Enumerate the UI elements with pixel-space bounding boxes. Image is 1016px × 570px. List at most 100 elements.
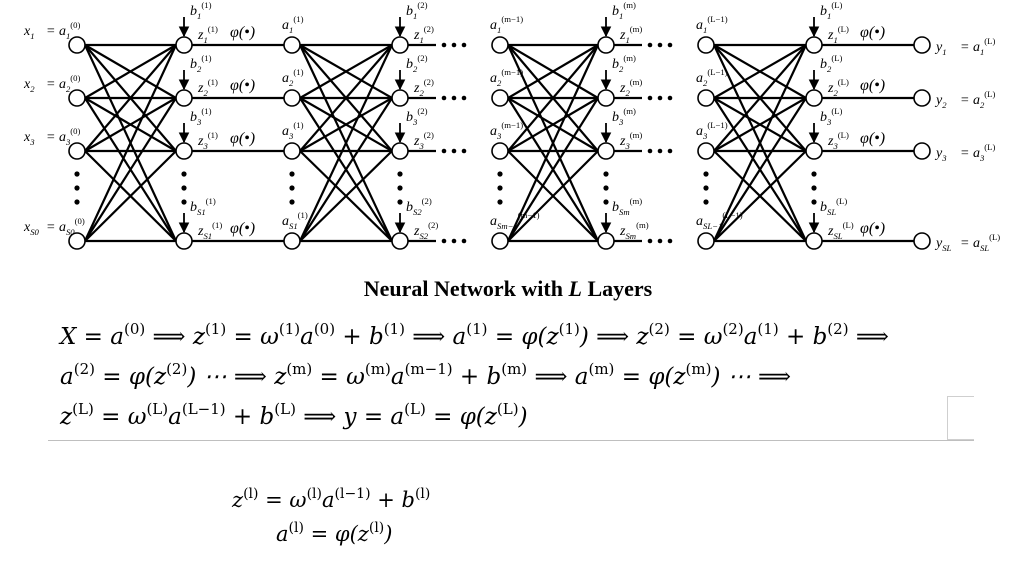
input-activation-label: = a3(0)	[46, 126, 81, 147]
bias-label: bSm(m)	[612, 196, 642, 217]
network-graph: x1 = a1(0)x2 = a2(0)x3 = a3(0)xS0 = aS0(…	[23, 0, 1000, 253]
continuation-dot	[461, 148, 467, 154]
input-label: xS0	[23, 220, 40, 237]
activation-label: a1(1)	[282, 14, 304, 35]
neuron-node	[805, 36, 823, 54]
continuation-dot	[441, 238, 447, 244]
input-activation-label: = a2(0)	[46, 73, 81, 94]
connection-line	[84, 44, 177, 242]
bias-label: b3(2)	[406, 106, 428, 127]
connection-line	[84, 44, 177, 99]
continuation-dot	[451, 238, 457, 244]
activation-label: a3(1)	[282, 120, 304, 141]
preactivation-label: z1(1)	[197, 24, 218, 45]
continuation-dot	[647, 148, 653, 154]
activation-function-label: φ(•)	[230, 77, 255, 94]
continuation-dot	[461, 95, 467, 101]
vertical-ellipsis-dot	[497, 199, 503, 205]
preactivation-label: z3(L)	[827, 130, 849, 151]
vertical-ellipsis-dot	[397, 171, 403, 177]
neuron-node	[491, 36, 509, 54]
vertical-ellipsis-dot	[703, 171, 709, 177]
continuation-dot	[667, 238, 673, 244]
neuron-node	[391, 142, 409, 160]
neuron-node	[68, 232, 86, 250]
vertical-ellipsis-dot	[181, 185, 187, 191]
neuron-node	[913, 232, 931, 250]
activation-function-label: φ(•)	[860, 130, 885, 147]
preactivation-label: z2(2)	[413, 77, 434, 98]
output-activation-label: = aSL(L)	[960, 232, 1000, 253]
preactivation-label: zSm(m)	[619, 220, 649, 241]
activation-function-label: φ(•)	[230, 24, 255, 41]
preactivation-label: z1(m)	[619, 24, 642, 45]
neuron-node	[597, 142, 615, 160]
neuron-node	[175, 232, 193, 250]
continuation-dot	[647, 42, 653, 48]
equation-line-3: z(L) = ω(L)a(L−1) + b(L) ⟹ y = a(L) = φ(…	[60, 400, 528, 431]
vertical-ellipsis-dot	[289, 185, 295, 191]
preactivation-label: z3(2)	[413, 130, 434, 151]
connection-line	[507, 97, 599, 242]
vertical-ellipsis-dot	[397, 199, 403, 205]
preactivation-label: z2(m)	[619, 77, 642, 98]
continuation-dot	[667, 148, 673, 154]
activation-label: a2(m−1)	[490, 67, 523, 88]
connection-line	[713, 97, 807, 152]
neuron-node	[391, 89, 409, 107]
continuation-dot	[451, 95, 457, 101]
connection-line	[299, 97, 393, 152]
neuron-node	[68, 89, 86, 107]
output-label: y2	[934, 93, 947, 110]
vertical-ellipsis-dot	[74, 171, 80, 177]
vertical-ellipsis-dot	[289, 171, 295, 177]
input-label: x3	[23, 130, 35, 147]
neuron-node	[283, 89, 301, 107]
activation-label: aSL−1(L−1)	[696, 210, 743, 231]
bias-label: b1(L)	[820, 0, 843, 21]
preactivation-label: zSL(L)	[827, 220, 854, 241]
vertical-ellipsis-dot	[603, 171, 609, 177]
bias-label: b1(2)	[406, 0, 428, 21]
preactivation-label: z2(L)	[827, 77, 849, 98]
output-activation-label: = a2(L)	[960, 89, 995, 110]
neuron-node	[283, 36, 301, 54]
neuron-node	[597, 36, 615, 54]
vertical-ellipsis-dot	[811, 199, 817, 205]
connection-line	[713, 44, 807, 242]
vertical-ellipsis-dot	[497, 171, 503, 177]
general-formula-a: a(l) = φ(z(l))	[276, 520, 393, 546]
neuron-node	[805, 89, 823, 107]
bias-label: b2(m)	[612, 53, 636, 74]
connection-line	[299, 44, 393, 99]
neuron-node	[697, 89, 715, 107]
continuation-dot	[461, 42, 467, 48]
preactivation-label: z1(2)	[413, 24, 434, 45]
neuron-node	[913, 142, 931, 160]
output-activation-label: = a3(L)	[960, 142, 995, 163]
neuron-node	[805, 142, 823, 160]
vertical-ellipsis-dot	[397, 185, 403, 191]
vertical-ellipsis-dot	[74, 199, 80, 205]
connection-line	[84, 97, 177, 242]
neuron-node	[68, 36, 86, 54]
bias-label: bS1(1)	[190, 196, 216, 217]
vertical-ellipsis-dot	[181, 199, 187, 205]
continuation-dot	[657, 95, 663, 101]
neuron-node	[175, 89, 193, 107]
activation-label: a2(L−1)	[696, 67, 728, 88]
connection-line	[84, 44, 177, 152]
neuron-node	[391, 232, 409, 250]
bias-label: b3(L)	[820, 106, 843, 127]
equation-line-1: X = a(0) ⟹ z(1) = ω(1)a(0) + b(1) ⟹ a(1)…	[60, 320, 889, 351]
connection-line	[713, 150, 807, 242]
neuron-node	[597, 232, 615, 250]
continuation-dot	[647, 95, 653, 101]
bias-label: bS2(2)	[406, 196, 432, 217]
vertical-ellipsis-dot	[74, 185, 80, 191]
preactivation-label: zS1(1)	[197, 220, 222, 241]
continuation-dot	[441, 148, 447, 154]
output-label: y3	[934, 146, 947, 163]
activation-function-label: φ(•)	[230, 220, 255, 237]
neuron-node	[175, 36, 193, 54]
